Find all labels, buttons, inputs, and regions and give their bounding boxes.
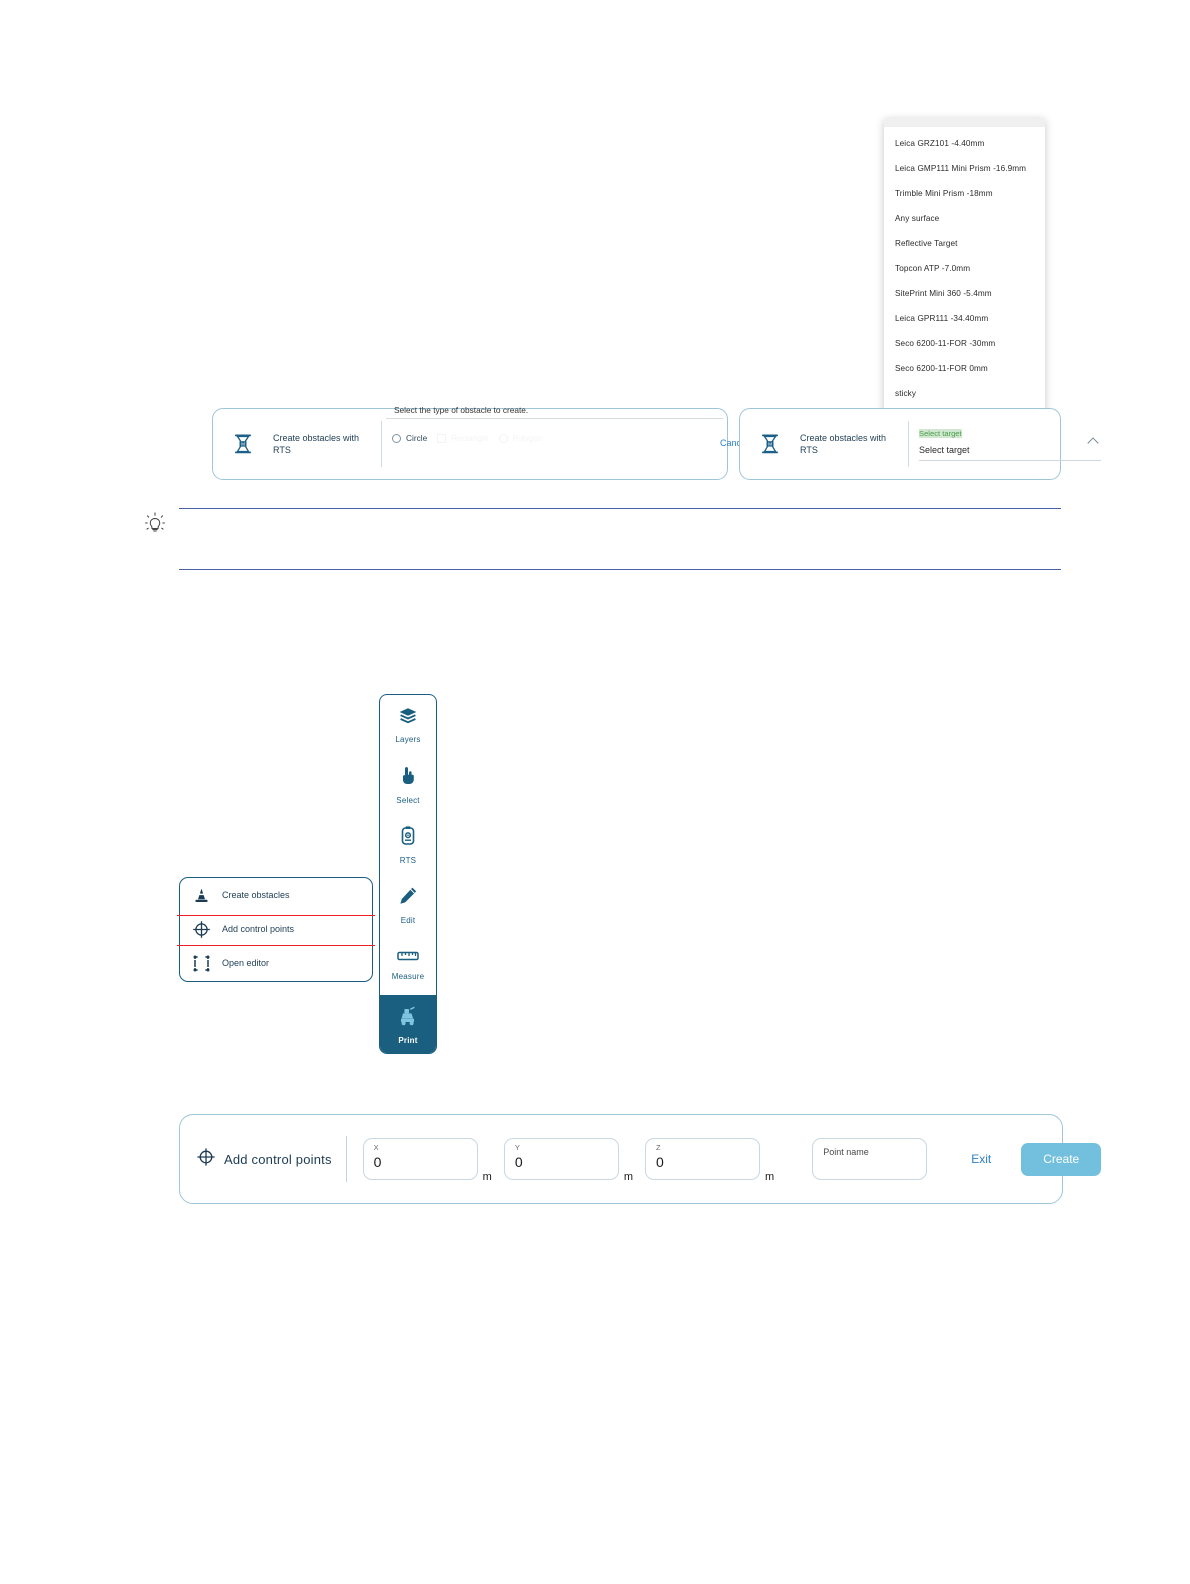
dialog-caption: Select the type of obstacle to create. — [394, 405, 529, 415]
svg-text:M: M — [768, 442, 772, 447]
y-unit-label: m — [623, 1171, 634, 1183]
page-title: Add control points — [224, 1151, 332, 1167]
vertical-toolbar: Layers Select RTS Edit — [379, 694, 437, 1054]
rts-device-icon: M — [740, 433, 792, 455]
radio-label: Circle — [406, 433, 428, 443]
toolbar-item-layers[interactable]: Layers — [380, 695, 436, 755]
dialog-title: Create obstacles with RTS — [273, 433, 360, 455]
toolbar-item-print[interactable]: Print — [380, 995, 436, 1053]
x-unit-label: m — [482, 1171, 492, 1183]
divider — [908, 421, 909, 467]
bounding-box-icon — [180, 955, 222, 972]
menu-item-label: Open editor — [222, 958, 270, 968]
toolbar-item-select[interactable]: Select — [380, 755, 436, 815]
divider — [345, 1136, 347, 1182]
radio-dot-icon — [498, 433, 508, 443]
radio-label: Polygon — [512, 433, 543, 443]
toolbar-item-edit[interactable]: Edit — [380, 875, 436, 935]
print-context-menu: Create obstacles Add control points Open… — [179, 877, 373, 982]
select-target-label: Select target — [919, 429, 962, 438]
prism-option[interactable]: Leica GMP111 Mini Prism -16.9mm — [895, 164, 1027, 173]
create-button[interactable]: Create — [1021, 1142, 1102, 1176]
toolbar-label: Select — [396, 795, 420, 805]
point-name-field[interactable]: Point name — [812, 1138, 928, 1180]
control-points-title-group: Add control points — [180, 1147, 332, 1172]
radio-box-icon — [437, 433, 447, 443]
field-label: Z — [656, 1143, 661, 1152]
svg-text:M: M — [241, 442, 245, 447]
field-value: 0 — [656, 1154, 664, 1170]
prism-option[interactable]: Leica GPR111 -34.40mm — [895, 314, 989, 323]
select-target-dropdown[interactable]: Select target Select target — [919, 423, 1101, 461]
crosshair-icon — [196, 1147, 216, 1172]
dialog-title: Create obstacles with RTS — [800, 433, 887, 455]
ruler-icon — [397, 949, 419, 967]
obstacle-type-radio-group[interactable]: Circle Rectangle Polygon — [392, 433, 543, 443]
traffic-cone-icon — [180, 887, 222, 904]
prism-option[interactable]: Seco 6200-11-FOR -30mm — [895, 339, 996, 348]
x-coordinate-field[interactable]: X 0 — [362, 1138, 478, 1180]
divider — [381, 421, 382, 467]
prism-option[interactable]: sticky — [895, 389, 917, 398]
toolbar-label: Measure — [391, 972, 425, 981]
field-value: 0 — [514, 1154, 523, 1170]
field-label: Y — [514, 1143, 520, 1152]
prism-option[interactable]: Any surface — [895, 214, 940, 223]
crosshair-icon — [180, 920, 222, 939]
toolbar-label: RTS — [399, 855, 417, 865]
prism-option[interactable]: Trimble Mini Prism -18mm — [895, 189, 993, 198]
prism-option[interactable]: Seco 6200-11-FOR 0mm — [895, 364, 988, 373]
toolbar-item-measure[interactable]: Measure — [380, 935, 436, 995]
tip-callout — [179, 508, 1061, 570]
radio-option-circle[interactable]: Circle — [392, 433, 427, 443]
prism-option-list: Leica GRZ101 -4.40mm Leica GMP111 Mini P… — [884, 127, 1045, 431]
menu-item-label: Create obstacles — [222, 890, 290, 900]
field-value: 0 — [373, 1154, 382, 1170]
prism-option[interactable]: Topcon ATP -7.0mm — [895, 264, 971, 273]
prism-option[interactable]: Reflective Target — [895, 239, 958, 248]
menu-item-create-obstacles[interactable]: Create obstacles — [180, 878, 372, 912]
prism-selection-dropdown[interactable]: Leica GRZ101 -4.40mm Leica GMP111 Mini P… — [884, 118, 1045, 434]
field-label: X — [373, 1143, 379, 1152]
z-coordinate-field[interactable]: Z 0 — [645, 1138, 761, 1180]
lightbulb-icon — [143, 511, 167, 537]
printer-robot-icon — [397, 1006, 419, 1031]
add-control-points-bar: Add control points X 0 m Y 0 m Z 0 m Poi… — [179, 1114, 1102, 1204]
rts-device-icon: M — [213, 433, 265, 455]
field-placeholder: Point name — [823, 1147, 869, 1157]
y-coordinate-field[interactable]: Y 0 — [503, 1138, 619, 1180]
radio-option-rectangle: Rectangle — [437, 433, 489, 443]
layers-icon — [398, 707, 418, 730]
toolbar-label: Edit — [400, 915, 416, 925]
select-underline — [919, 460, 1101, 461]
radio-dot-icon — [392, 433, 401, 443]
radio-option-polygon: Polygon — [498, 433, 543, 443]
menu-item-label: Add control points — [222, 924, 295, 934]
select-target-value: Select target — [919, 445, 970, 455]
pointer-hand-icon — [398, 766, 418, 791]
prism-option[interactable]: Leica GRZ101 -4.40mm — [895, 139, 985, 148]
z-unit-label: m — [765, 1171, 775, 1183]
cancel-button[interactable]: Cancel — [720, 438, 749, 448]
create-obstacles-dialog-step2: M Create obstacles with RTS Select targe… — [739, 408, 1101, 480]
menu-item-add-control-points[interactable]: Add control points — [180, 912, 372, 946]
rts-device-icon — [400, 825, 416, 851]
toolbar-label: Layers — [395, 734, 421, 744]
caption-rule — [386, 418, 723, 419]
toolbar-label: Print — [398, 1035, 418, 1045]
exit-button[interactable]: Exit — [971, 1152, 992, 1166]
menu-item-open-editor[interactable]: Open editor — [180, 946, 372, 980]
prism-option[interactable]: SitePrint Mini 360 -5.4mm — [895, 289, 992, 298]
create-obstacles-dialog-step1: M Create obstacles with RTS Select the t… — [212, 405, 836, 480]
radio-label: Rectangle — [451, 433, 489, 443]
toolbar-item-rts[interactable]: RTS — [380, 815, 436, 875]
pencil-icon — [398, 886, 418, 911]
dropdown-top-strip — [884, 118, 1045, 127]
